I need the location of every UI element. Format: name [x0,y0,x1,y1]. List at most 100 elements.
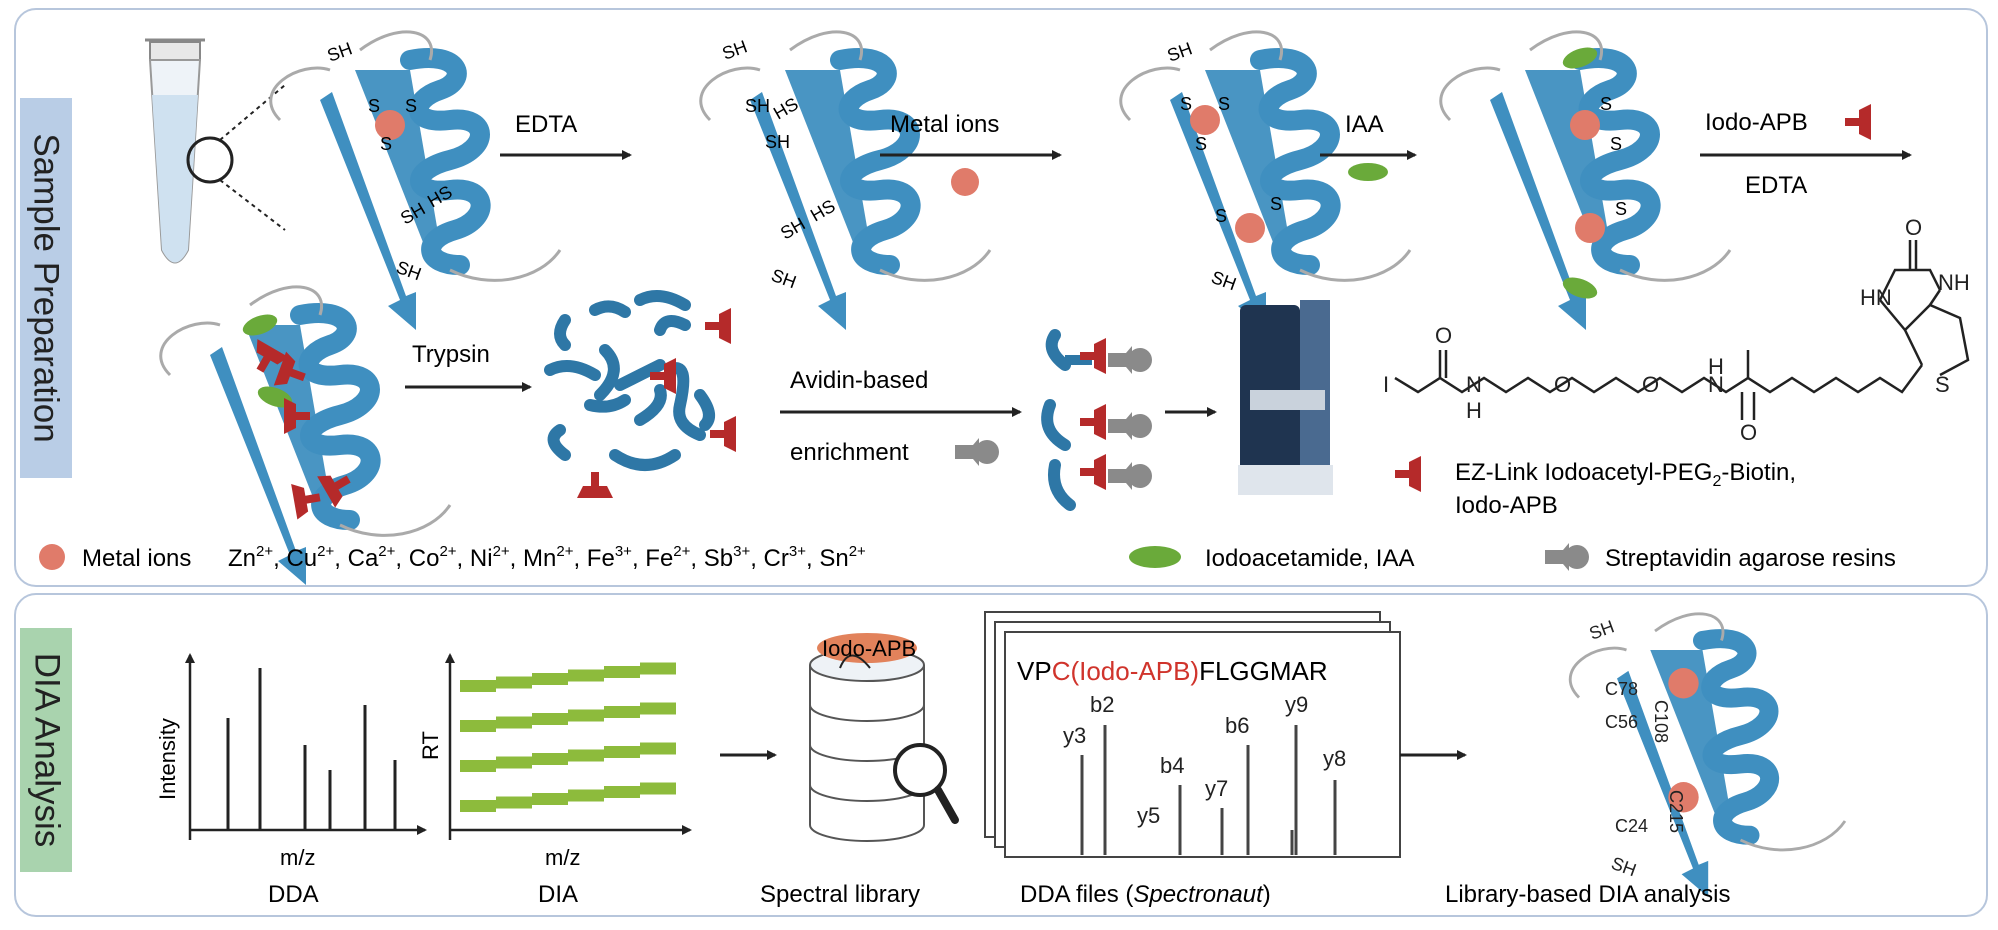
protein-apo [701,32,990,330]
peptide-fragments [544,290,715,471]
atom-s: S [1935,372,1950,397]
metal-ion-element: Sb [697,545,733,572]
atom-i: I [1383,372,1389,397]
sh-label: SH [1609,853,1639,880]
label-library-dia: Library-based DIA analysis [1445,881,1730,908]
ion-label: y3 [1063,723,1086,748]
protein-native [271,32,560,330]
enriched-peptides [1041,329,1152,511]
dia-window [568,669,604,682]
ion-label: b2 [1090,692,1114,717]
label-dda: DDA [268,881,319,908]
dia-window [640,662,676,675]
metal-ion-charge: 2+ [849,543,866,560]
legend-metal-ions-list: Zn2+, Cu2+, Ca2+, Co2+, Ni2+, Mn2+, Fe3+… [228,543,866,572]
sh-label: SH [720,36,750,63]
atom-n: N [1708,372,1724,397]
ion-label: y7 [1205,776,1228,801]
atom-o: O [1740,420,1757,445]
metal-ion-charge: 3+ [615,543,632,560]
db-tag: Iodo-APB [822,636,916,661]
iaa-legend-icon [1129,546,1181,568]
sh-label: SH [745,96,770,116]
dda-file-stack [984,611,1401,858]
metal-ion-icon [951,168,979,196]
ion-label: y9 [1285,692,1308,717]
hs-label: HS [807,196,839,226]
axis-intensity: Intensity [155,718,180,800]
protein-probe-labeled [161,287,450,585]
ezlink-label-2: Iodo-APB [1455,492,1558,519]
atom-hn: HN [1860,285,1892,310]
step-trypsin: Trypsin [412,341,490,368]
dia-window [640,782,676,795]
label-spectral-library: Spectral library [760,881,920,908]
atom-o: O [1435,323,1452,348]
site-label: C108 [1651,700,1671,743]
dia-window [496,716,532,729]
s-label: S [405,96,417,116]
dia-window [568,789,604,802]
metal-ion-charge: 2+ [556,543,573,560]
spectral-library-icon [809,633,959,842]
sh-label: SH [325,38,355,65]
metal-ion-element: Ni [463,545,492,572]
step-avidin-1: Avidin-based [790,367,928,394]
metal-ion-charge: 3+ [733,543,750,560]
legend-metal-ions-label: Metal ions [82,545,191,572]
sh-label: SH [1209,267,1239,294]
ion-label: y5 [1137,803,1160,828]
dda-plot [185,653,427,840]
metal-ion-legend-icon [39,544,65,570]
axis-mz: m/z [545,845,580,870]
s-label: S [1610,134,1622,154]
s-label: S [1615,199,1627,219]
atom-h: H [1466,398,1482,423]
dia-window [496,676,532,689]
s-label: S [1195,134,1207,154]
s-label: S [1215,206,1227,226]
dia-analysis-label: DIA Analysis [20,628,72,872]
metal-ion-element: Zn [228,545,256,572]
step-iaa: IAA [1345,111,1384,138]
iodo-apb-structure [1394,240,1970,420]
dia-window [496,756,532,769]
axis-mz: m/z [280,845,315,870]
s-label: S [380,134,392,154]
dia-window [640,742,676,755]
site-label: C56 [1605,712,1638,732]
sh-label: SH [769,265,799,292]
legend-iaa: Iodoacetamide, IAA [1205,545,1414,572]
ezlink-label: EZ-Link Iodoacetyl-PEG2-Biotin, [1455,459,1796,490]
dia-window [604,706,640,718]
site-label: C215 [1666,790,1686,833]
dia-window [604,746,640,758]
metal-ion-element: Co [402,545,439,572]
dia-window [532,713,568,725]
atom-o: O [1905,215,1922,240]
protein-remetalated [1121,32,1410,330]
sample-tube [145,38,286,264]
protein-alkylated [1441,32,1730,330]
s-label: S [1218,94,1230,114]
ion-label: y8 [1323,746,1346,771]
protein-site-annotated [1570,614,1845,897]
sh-label: SH [765,132,790,152]
step-avidin-2: enrichment [790,439,909,466]
metal-ion-element: Fe [639,545,674,572]
metal-ion-element: Sn [813,545,849,572]
atom-h: H [1708,354,1724,379]
dia-window [532,673,568,685]
s-label: S [1600,94,1612,114]
resin-legend-icon [1545,543,1589,571]
site-label: C24 [1615,816,1648,836]
axis-rt: RT [418,731,443,760]
dia-window [496,796,532,809]
metal-ion-charge: 2+ [673,543,690,560]
iodo-apb-legend-icon [1395,456,1421,492]
atom-n: N [1466,372,1482,397]
dia-plot [445,653,692,840]
metal-ion-charge: 2+ [439,543,456,560]
step-edta: EDTA [515,111,577,138]
